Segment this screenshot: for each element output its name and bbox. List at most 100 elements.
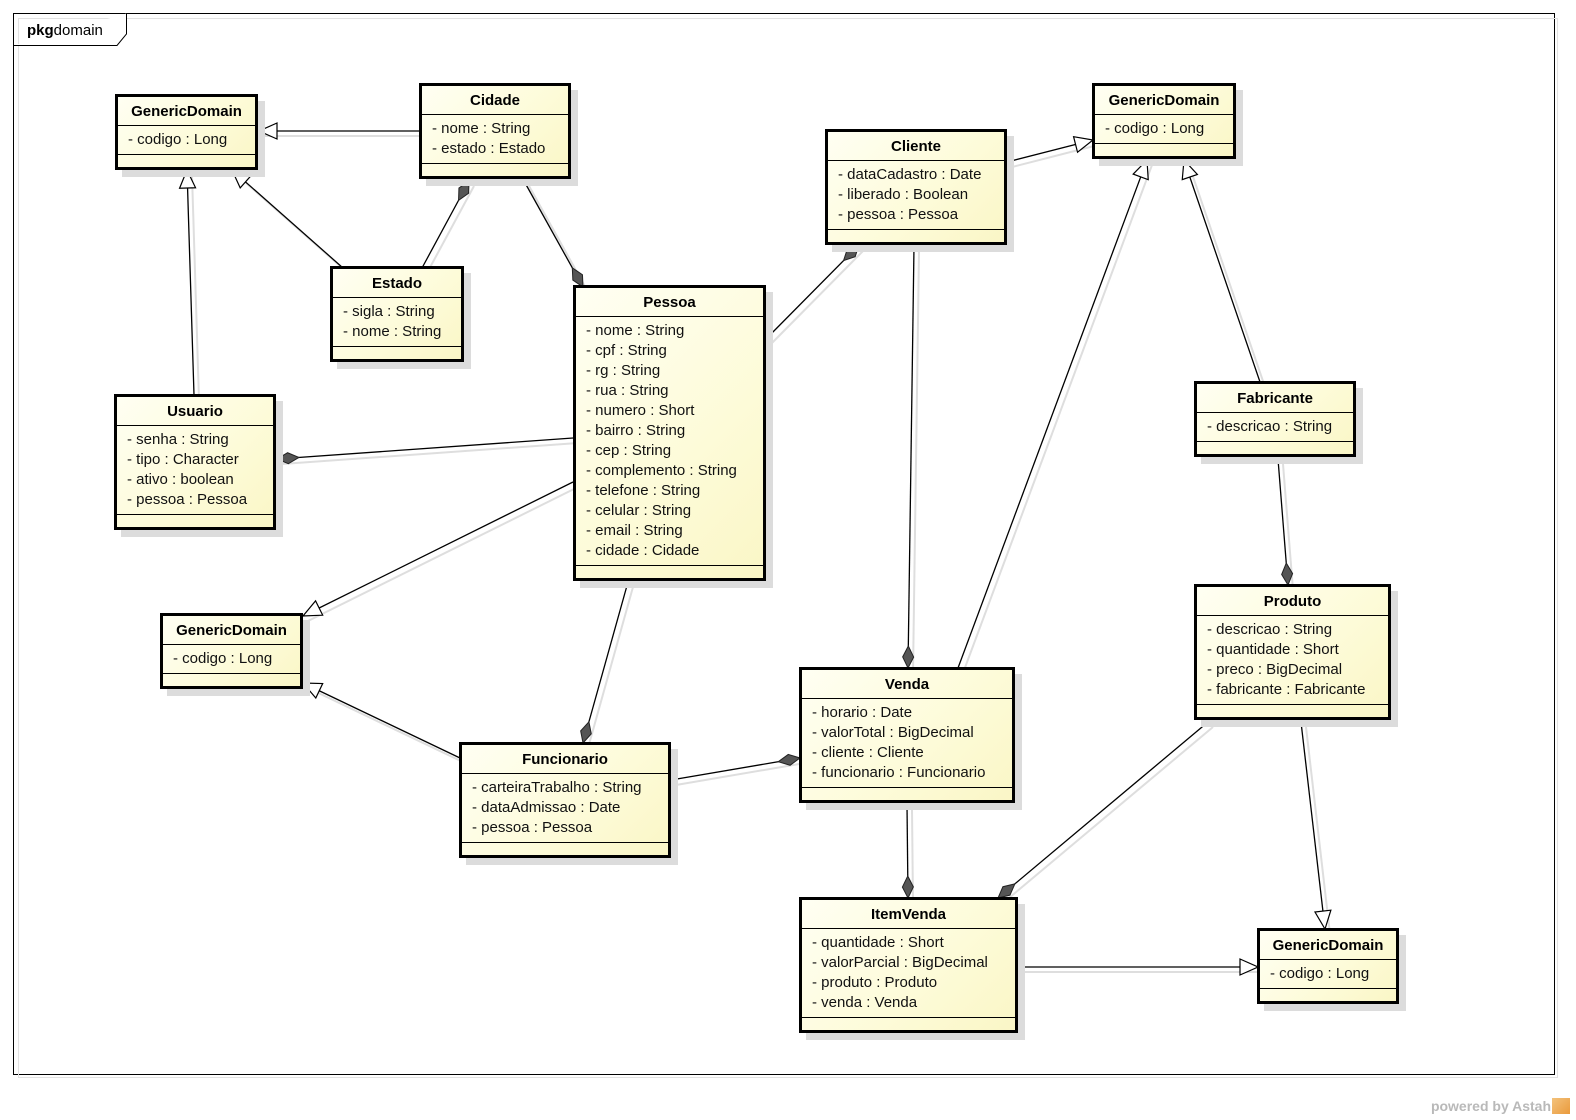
- class-item-venda[interactable]: ItemVenda - quantidade : Short - valorPar…: [799, 897, 1018, 1033]
- class-operations: [333, 347, 461, 359]
- class-fabricante[interactable]: Fabricante - descricao : String: [1194, 381, 1356, 457]
- package-keyword: pkg: [27, 22, 54, 39]
- class-attributes: - dataCadastro : Date - liberado : Boolea…: [828, 161, 1004, 230]
- class-operations: [802, 788, 1012, 800]
- class-name: ItemVenda: [802, 900, 1015, 929]
- composition-venda-to-itemvenda[interactable]: [907, 804, 908, 898]
- class-attribute: - liberado : Boolean: [838, 186, 969, 203]
- class-attribute: - senha : String: [127, 431, 229, 448]
- class-attribute: - email : String: [586, 522, 683, 539]
- class-generic-domain-2[interactable]: GenericDomain - codigo : Long: [160, 613, 303, 689]
- composition-funcionario-to-venda[interactable]: [670, 758, 800, 781]
- class-name: Funcionario: [462, 745, 668, 774]
- class-generic-domain-3[interactable]: GenericDomain - codigo : Long: [1092, 83, 1236, 159]
- relation-shadow: [1188, 164, 1266, 388]
- class-attribute: - nome : String: [432, 120, 531, 137]
- composition-cliente-to-venda[interactable]: [908, 245, 915, 668]
- class-attribute: - funcionario : Funcionario: [812, 764, 986, 781]
- generalization-funcionario-to-generic2[interactable]: [303, 683, 461, 759]
- package-frame: [13, 13, 1555, 1075]
- composition-fabricante-to-produto[interactable]: [1277, 458, 1288, 585]
- generalization-pessoa-to-generic2[interactable]: [303, 481, 574, 616]
- generalization-cliente-to-generic3[interactable]: [1006, 140, 1093, 163]
- class-attributes: - descricao : String - quantidade : Short…: [1197, 616, 1388, 705]
- composition-cidade-to-pessoa[interactable]: [523, 180, 584, 287]
- composition-pessoa-to-usuario[interactable]: [277, 437, 574, 459]
- relation-shadow: [191, 174, 200, 401]
- class-cidade[interactable]: Cidade - nome : String - estado : Estado: [419, 83, 571, 179]
- class-attribute: - dataCadastro : Date: [838, 166, 982, 183]
- composition-estado-to-cidade[interactable]: [421, 181, 470, 269]
- class-name: Estado: [333, 269, 461, 298]
- class-operations: [462, 843, 668, 855]
- generalization-fabricante-to-generic3[interactable]: [1184, 160, 1261, 383]
- class-name: Venda: [802, 670, 1012, 699]
- class-cliente[interactable]: Cliente - dataCadastro : Date - liberado …: [825, 129, 1007, 245]
- class-name: Pessoa: [576, 288, 763, 317]
- class-attribute: - cliente : Cliente: [812, 744, 924, 761]
- relation-shadow: [281, 442, 579, 465]
- class-attributes: - descricao : String: [1197, 413, 1353, 442]
- class-attribute: - telefone : String: [586, 482, 701, 499]
- class-operations: [1197, 705, 1388, 717]
- class-attribute: - codigo : Long: [1270, 965, 1370, 982]
- class-name: Usuario: [117, 397, 273, 426]
- class-attribute: - quantidade : Short: [1207, 641, 1339, 658]
- class-attribute: - cep : String: [586, 442, 672, 459]
- relation-shadow: [1282, 463, 1294, 591]
- class-attribute: - descricao : String: [1207, 621, 1333, 638]
- class-attribute: - cidade : Cidade: [586, 542, 700, 559]
- package-name: domain: [53, 22, 103, 39]
- powered-by-footer: powered by Astah: [1431, 1098, 1570, 1114]
- powered-by-text: powered by Astah: [1430, 1098, 1551, 1114]
- relation-shadow: [912, 250, 920, 674]
- class-attribute: - dataAdmissao : Date: [472, 799, 621, 816]
- composition-produto-to-itemvenda[interactable]: [998, 721, 1209, 898]
- class-produto[interactable]: Produto - descricao : String - quantidade…: [1194, 584, 1391, 720]
- generalization-produto-to-generic4[interactable]: [1300, 721, 1325, 929]
- composition-pessoa-to-cliente[interactable]: [765, 245, 859, 340]
- relation-shadow: [962, 164, 1153, 674]
- relation-shadow: [911, 809, 914, 904]
- class-pessoa[interactable]: Pessoa - nome : String - cpf : String - rg…: [573, 285, 766, 581]
- class-usuario[interactable]: Usuario - senha : String- tipo : Charact…: [114, 394, 276, 530]
- generalization-usuario-to-generic1[interactable]: [187, 170, 194, 396]
- class-funcionario[interactable]: Funcionario - carteiraTrabalho : String-…: [459, 742, 671, 858]
- class-attributes: - codigo : Long: [118, 126, 255, 155]
- class-attribute: - cpf : String: [586, 342, 667, 359]
- class-attribute: - venda : Venda: [812, 994, 918, 1011]
- relation-shadow: [1002, 726, 1214, 904]
- class-operations: [828, 230, 1004, 242]
- generalization-estado-to-generic1[interactable]: [232, 170, 344, 269]
- package-label: pkgdomain: [27, 22, 103, 39]
- generalization-venda-to-generic3[interactable]: [957, 160, 1147, 669]
- relation-shadow: [587, 586, 634, 749]
- class-operations: [576, 566, 763, 578]
- class-name: Fabricante: [1197, 384, 1353, 413]
- class-generic-domain-1[interactable]: GenericDomain - codigo : Long: [115, 94, 258, 170]
- class-attribute: - estado : Estado: [432, 140, 546, 157]
- class-name: Cidade: [422, 86, 568, 115]
- class-name: GenericDomain: [118, 97, 255, 126]
- class-attribute: - codigo : Long: [1105, 120, 1205, 137]
- class-name: GenericDomain: [1095, 86, 1233, 115]
- class-attributes: - nome : String - cpf : String - rg : Stri…: [576, 317, 763, 566]
- class-operations: [422, 164, 568, 176]
- class-attribute: - ativo : boolean: [127, 471, 234, 488]
- composition-pessoa-to-funcionario[interactable]: [583, 581, 629, 743]
- class-generic-domain-4[interactable]: GenericDomain - codigo : Long: [1257, 928, 1399, 1004]
- class-attribute: - rg : String: [586, 362, 661, 379]
- class-name: Produto: [1197, 587, 1388, 616]
- relation-shadow: [770, 249, 865, 345]
- class-estado[interactable]: Estado - sigla : String- nome : String: [330, 266, 464, 362]
- class-venda[interactable]: Venda - horario : Date- valorTotal : Big…: [799, 667, 1015, 803]
- class-attribute: - nome : String: [586, 322, 685, 339]
- class-operations: [1095, 144, 1233, 156]
- astah-logo-icon: [1552, 1098, 1570, 1114]
- class-name: Cliente: [828, 132, 1004, 161]
- class-operations: [163, 674, 300, 686]
- class-attribute: - valorParcial : BigDecimal: [812, 954, 988, 971]
- class-attribute: - quantidade : Short: [812, 934, 944, 951]
- class-name: GenericDomain: [163, 616, 300, 645]
